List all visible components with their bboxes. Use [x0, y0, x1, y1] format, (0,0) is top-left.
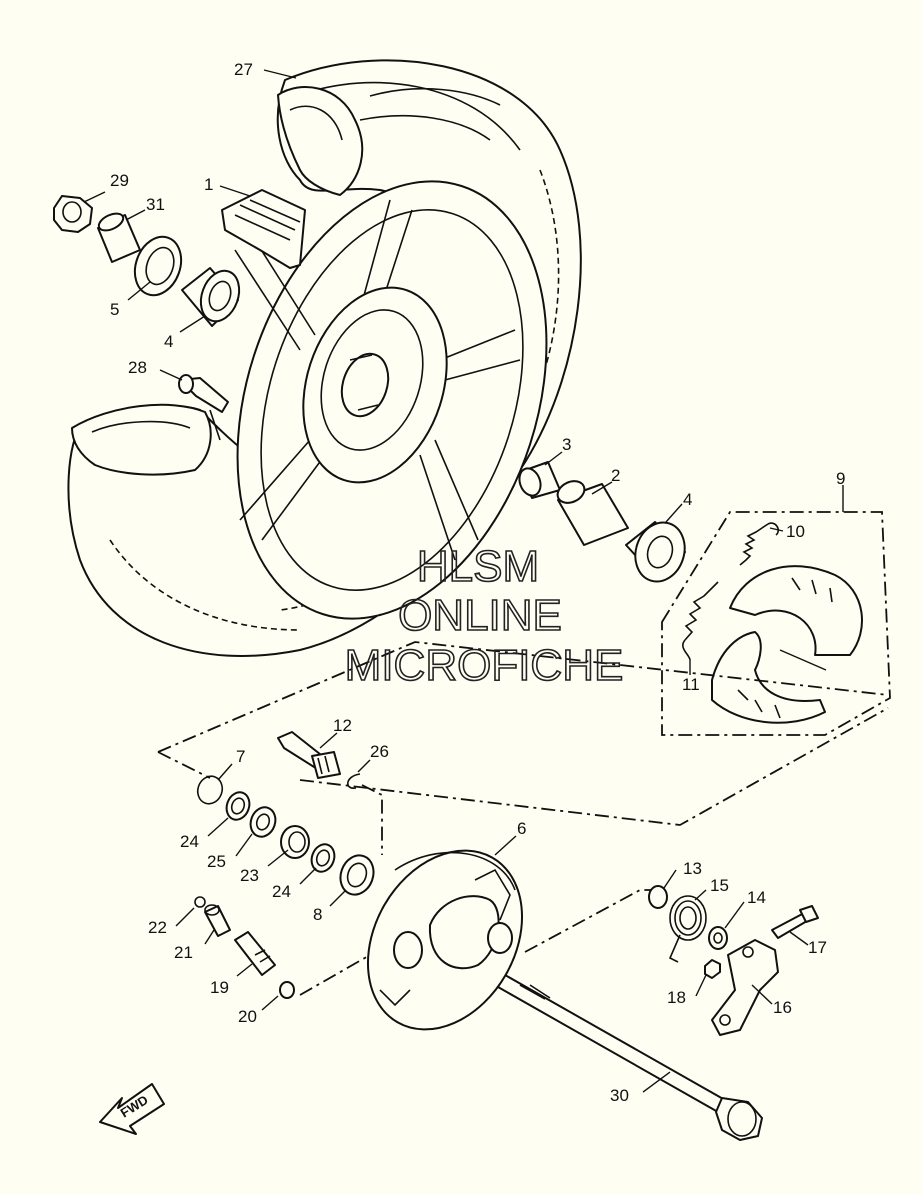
callout-23: 23: [240, 866, 259, 885]
callout-14: 14: [747, 888, 766, 907]
callout-25: 25: [207, 852, 226, 871]
callout-20: 20: [238, 1007, 257, 1026]
callout-28: 28: [128, 358, 147, 377]
bearing-parts-left: [53, 195, 241, 441]
leader-lines: [83, 69, 844, 1093]
callout-29: 29: [110, 171, 129, 190]
callout-3: 3: [562, 435, 571, 454]
callout-1: 1: [204, 175, 213, 194]
callout-30: 30: [610, 1086, 629, 1105]
callout-4-upper: 4: [164, 332, 173, 351]
brake-plate-assembly: [157, 641, 889, 1031]
callout-18: 18: [667, 988, 686, 1007]
callout-7: 7: [236, 747, 245, 766]
callout-17: 17: [808, 938, 827, 957]
forward-arrow-icon: FWD: [99, 1083, 165, 1135]
callout-8: 8: [313, 905, 322, 924]
callout-31: 31: [146, 195, 165, 214]
callout-19: 19: [210, 978, 229, 997]
watermark-line-3: MICROFICHE: [345, 641, 624, 690]
watermark-line-1: HLSM: [417, 542, 539, 591]
callout-numbers: 27 1 29 31 5 4 28 3 2 4 9 10 11 12 26 7 …: [110, 60, 845, 1105]
callout-24-right: 24: [272, 882, 291, 901]
callout-26: 26: [370, 742, 389, 761]
callout-5: 5: [110, 300, 119, 319]
callout-16: 16: [773, 998, 792, 1017]
callout-6: 6: [517, 819, 526, 838]
callout-2: 2: [611, 466, 620, 485]
callout-4-lower: 4: [683, 490, 692, 509]
tire-and-wheel: [67, 59, 582, 657]
callout-13: 13: [683, 859, 702, 878]
callout-15: 15: [710, 876, 729, 895]
callout-27: 27: [234, 60, 253, 79]
watermark-line-2: ONLINE: [398, 591, 562, 640]
watermark: HLSM ONLINE MICROFICHE: [344, 541, 624, 691]
cam-lever-parts: [648, 885, 819, 1036]
callout-10: 10: [786, 522, 805, 541]
callout-12: 12: [333, 716, 352, 735]
callout-9: 9: [836, 469, 845, 488]
callout-22: 22: [148, 918, 167, 937]
spacers-right: [518, 461, 686, 583]
axle-shaft: [497, 974, 763, 1141]
callout-21: 21: [174, 943, 193, 962]
callout-24-left: 24: [180, 832, 199, 851]
brake-shoe-kit: [661, 511, 891, 736]
callout-11: 11: [682, 675, 700, 694]
